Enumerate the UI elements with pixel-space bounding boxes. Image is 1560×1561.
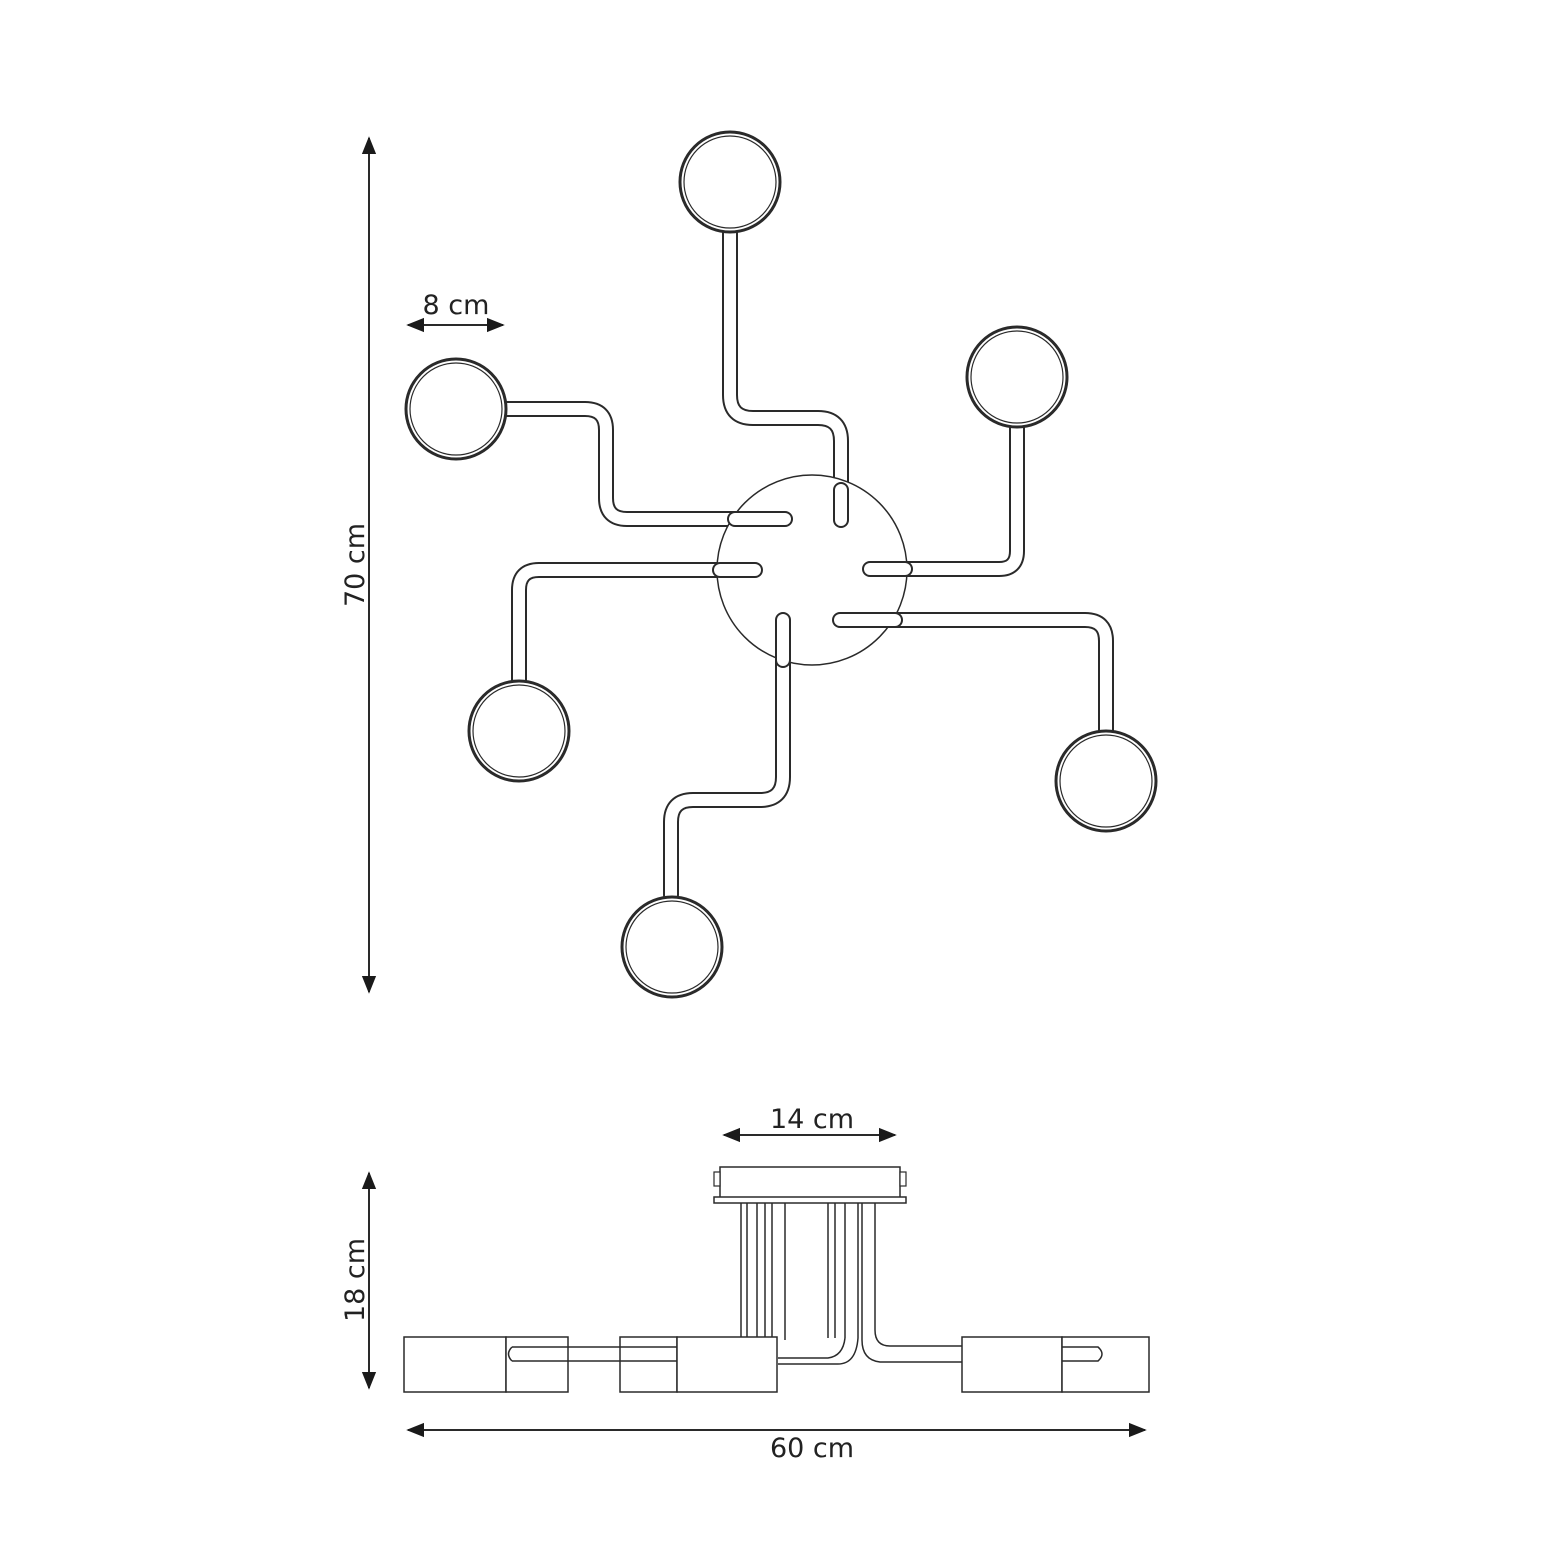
arm-bottom xyxy=(663,612,791,903)
side-shade-right-outer xyxy=(961,1336,1063,1393)
globe-shades xyxy=(404,130,1158,999)
globe-right xyxy=(1054,729,1158,833)
side-shade-mid-inner xyxy=(676,1336,778,1393)
arm-upper-right-inner xyxy=(864,421,1023,575)
arm-ends xyxy=(712,482,913,668)
side-canopy xyxy=(719,1166,901,1200)
globe-upper-right xyxy=(965,325,1069,429)
arm-left-inner xyxy=(513,564,761,686)
arm-right-inner xyxy=(834,614,1112,736)
arm-upper-left xyxy=(497,401,793,527)
side-shade-right-inner xyxy=(1061,1336,1150,1393)
side-tubes xyxy=(507,1346,1103,1362)
side-view: 14 cm 18 cm 60 cm xyxy=(340,1104,1150,1464)
side-shade-left-outer xyxy=(403,1336,507,1393)
globe-bottom xyxy=(620,895,724,999)
arm-upper-left-inner xyxy=(499,403,791,525)
side-stems xyxy=(740,1203,963,1365)
canopy-dimension-label: 14 cm xyxy=(770,1104,854,1135)
arm-top-inner xyxy=(724,222,847,526)
shade-dimension-label: 8 cm xyxy=(423,290,490,321)
arms xyxy=(497,220,1114,903)
side-shade-mid-outer xyxy=(619,1336,678,1393)
globe-top xyxy=(678,130,782,234)
height-dimension-label: 70 cm xyxy=(340,523,371,607)
globe-upper-left xyxy=(404,357,508,461)
side-shade-left-inner xyxy=(505,1336,569,1393)
arm-bottom-inner xyxy=(665,614,789,901)
side-height-dimension-label: 18 cm xyxy=(340,1238,371,1322)
top-view: 70 cm 8 cm xyxy=(340,130,1158,999)
width-dimension-label: 60 cm xyxy=(770,1433,854,1464)
side-shades xyxy=(403,1336,1150,1393)
side-canopy-plate xyxy=(713,1196,907,1204)
globe-left xyxy=(467,679,571,783)
